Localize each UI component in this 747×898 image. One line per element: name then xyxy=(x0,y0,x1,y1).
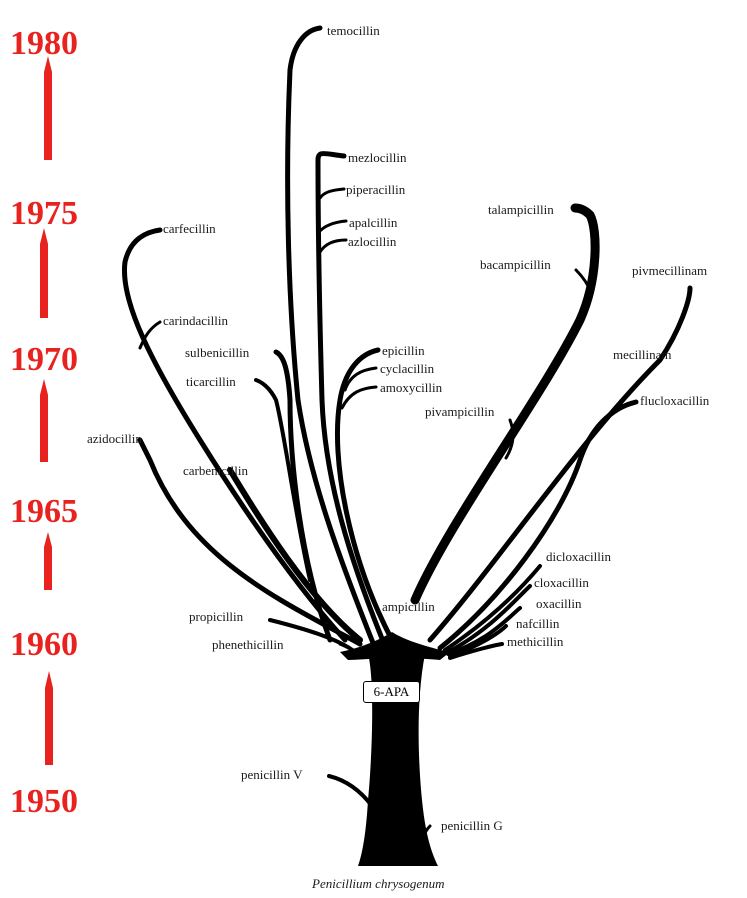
year-label-1965: 1965 xyxy=(10,495,96,529)
drug-label-pivmecillinam: pivmecillinam xyxy=(632,264,707,278)
drug-label-ticarcillin: ticarcillin xyxy=(186,375,236,389)
node-6-apa: 6-APA xyxy=(363,681,420,703)
year-label-1980: 1980 xyxy=(10,27,96,61)
drug-label-sulbenicillin: sulbenicillin xyxy=(185,346,249,360)
root-caption: Penicillium chrysogenum xyxy=(312,877,445,891)
drug-label-nafcillin: nafcillin xyxy=(516,617,559,631)
drug-label-carbenicillin: carbenicillin xyxy=(183,464,248,478)
drug-label-cyclacillin: cyclacillin xyxy=(380,362,434,376)
year-label-1975: 1975 xyxy=(10,197,96,231)
drug-label-azidocillin: azidocillin xyxy=(87,432,142,446)
drug-label-apalcillin: apalcillin xyxy=(349,216,397,230)
timeline-arrow-1970-1975 xyxy=(40,228,48,318)
drug-label-azlocillin: azlocillin xyxy=(348,235,396,249)
drug-label-mezlocillin: mezlocillin xyxy=(348,151,406,165)
drug-label-methicillin: methicillin xyxy=(507,635,563,649)
drug-label-oxacillin: oxacillin xyxy=(536,597,582,611)
trunk-label-penicillin-v: penicillin V xyxy=(241,768,303,782)
timeline-arrow-1950-1960 xyxy=(45,671,53,765)
drug-label-carfecillin: carfecillin xyxy=(163,222,216,236)
year-label-1970: 1970 xyxy=(10,343,96,377)
timeline-arrow-1975-1980 xyxy=(44,56,52,160)
drug-label-flucloxacillin: flucloxacillin xyxy=(640,394,709,408)
drug-label-phenethicillin: phenethicillin xyxy=(212,638,283,652)
drug-label-mecillinam: mecillinam xyxy=(613,348,671,362)
trunk-label-penicillin-g: penicillin G xyxy=(441,819,503,833)
drug-label-pivampicillin: pivampicillin xyxy=(425,405,494,419)
drug-label-temocillin: temocillin xyxy=(327,24,380,38)
drug-label-cloxacillin: cloxacillin xyxy=(534,576,589,590)
drug-label-amoxycillin: amoxycillin xyxy=(380,381,442,395)
year-label-1950: 1950 xyxy=(10,785,96,819)
drug-label-talampicillin: talampicillin xyxy=(488,203,554,217)
year-label-1960: 1960 xyxy=(10,628,96,662)
trunk xyxy=(340,632,450,866)
drug-label-piperacillin: piperacillin xyxy=(346,183,405,197)
timeline-arrow-1960-1965 xyxy=(44,532,52,590)
drug-label-dicloxacillin: dicloxacillin xyxy=(546,550,611,564)
drug-label-carindacillin: carindacillin xyxy=(163,314,228,328)
drug-label-propicillin: propicillin xyxy=(189,610,243,624)
drug-label-ampicillin: ampicillin xyxy=(382,600,435,614)
timeline-arrow-1965-1970 xyxy=(40,379,48,462)
drug-label-epicillin: epicillin xyxy=(382,344,425,358)
drug-label-bacampicillin: bacampicillin xyxy=(480,258,551,272)
